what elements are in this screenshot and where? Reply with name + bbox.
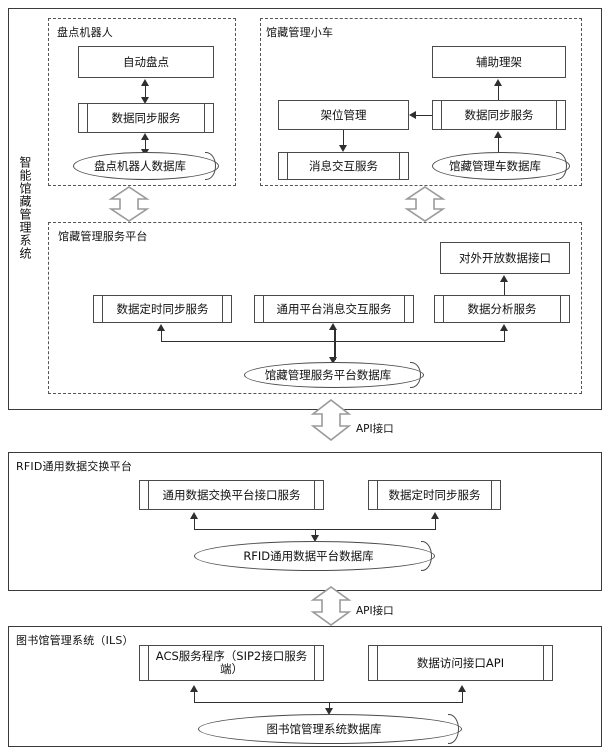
node-data-access-api[interactable]: 数据访问接口API: [368, 644, 553, 682]
arrowhead-robot-a-down: [141, 97, 149, 104]
node-rfid-database[interactable]: RFID通用数据平台数据库: [194, 541, 435, 571]
connector-platform-bus-right: [504, 330, 505, 342]
subpanel-collection-service-platform-title: 馆藏管理服务平台: [58, 230, 148, 243]
block-arrow-robot-to-platform: [108, 186, 150, 222]
arrowhead-ils-bus-left-up: [190, 685, 198, 692]
subpanel-collection-service-platform: [48, 222, 582, 394]
arrowhead-rfid-bus-right-up: [431, 512, 439, 519]
arrowhead-platform-db-down: [329, 357, 337, 364]
node-robot-data-sync-service[interactable]: 数据同步服务: [78, 102, 214, 134]
connector-ils-bus: [194, 702, 462, 703]
layer-ils-title: 图书馆管理系统（ILS）: [16, 634, 134, 647]
node-cart-data-sync-service[interactable]: 数据同步服务: [432, 99, 566, 131]
node-data-analysis-service[interactable]: 数据分析服务: [434, 294, 570, 324]
connector-rfid-bus: [194, 529, 435, 530]
arrowhead-ils-bus-right-up: [458, 685, 466, 692]
connector-cart-a: [498, 86, 499, 103]
connector-cart-c: [343, 130, 344, 147]
block-arrow-api-lower: [310, 586, 352, 626]
node-rfid-timed-sync-service[interactable]: 数据定时同步服务: [368, 479, 501, 511]
block-arrow-cart-to-platform: [404, 186, 446, 222]
arrowhead-cart-b-left: [409, 111, 416, 119]
arrowhead-platform-bus-left-up: [157, 324, 165, 331]
arrowhead-platform-a-up: [500, 275, 508, 282]
arrowhead-platform-db-up: [329, 323, 337, 330]
node-open-data-interface[interactable]: 对外开放数据接口: [440, 242, 570, 274]
node-exchange-platform-interface-service[interactable]: 通用数据交换平台接口服务: [139, 479, 324, 511]
arrowhead-rfid-bus-left-up: [190, 512, 198, 519]
block-arrow-api-upper: [310, 399, 352, 441]
node-message-exchange-service[interactable]: 消息交互服务: [278, 151, 409, 181]
layer-smart-collection-system-label: 智能馆藏管理系统: [18, 155, 32, 260]
connector-platform-bus: [161, 341, 504, 342]
connector-robot-b: [145, 139, 146, 151]
node-auto-inventory[interactable]: 自动盘点: [78, 46, 214, 78]
node-common-platform-message-service[interactable]: 通用平台消息交互服务: [254, 294, 414, 324]
api-label-upper: API接口: [356, 423, 394, 435]
arrowhead-cart-d-up: [494, 131, 502, 138]
arrowhead-cart-c-down: [339, 145, 347, 152]
node-cart-database[interactable]: 馆藏管理车数据库: [432, 152, 570, 180]
node-robot-database[interactable]: 盘点机器人数据库: [73, 152, 219, 180]
connector-ils-bus-down: [329, 702, 330, 710]
node-acs-service[interactable]: ACS服务程序（SIP2接口服务端）: [139, 644, 324, 682]
arrowhead-cart-a-up: [494, 79, 502, 86]
connector-platform-a: [504, 281, 505, 296]
connector-cart-d: [498, 137, 499, 154]
layer-rfid-exchange-platform-title: RFID通用数据交换平台: [16, 460, 133, 473]
subpanel-inventory-robot-title: 盘点机器人: [57, 26, 113, 39]
connector-ils-bus-left: [194, 691, 195, 703]
subpanel-collection-cart: [260, 18, 582, 186]
connector-rfid-bus-left: [194, 518, 195, 530]
arrowhead-platform-bus-right-up: [500, 324, 508, 331]
subpanel-collection-cart-title: 馆藏管理小车: [266, 26, 334, 39]
subpanel-inventory-robot: [48, 18, 236, 186]
arrowhead-robot-b-up: [141, 133, 149, 140]
connector-rfid-bus-down: [315, 529, 316, 537]
connector-ils-bus-right: [462, 691, 463, 703]
connector-platform-bus-left: [161, 330, 162, 342]
node-ils-database[interactable]: 图书馆管理系统数据库: [198, 714, 462, 744]
arrowhead-ils-bus-down: [325, 708, 333, 715]
node-shelf-assist[interactable]: 辅助理架: [432, 46, 566, 78]
arrowhead-rfid-bus-down: [311, 535, 319, 542]
connector-rfid-bus-right: [435, 518, 436, 530]
connector-cart-b: [415, 115, 432, 116]
node-timed-data-sync-service[interactable]: 数据定时同步服务: [93, 294, 232, 324]
arrowhead-robot-a-up: [141, 79, 149, 86]
api-label-lower: API接口: [356, 605, 394, 617]
node-shelf-management[interactable]: 架位管理: [278, 100, 409, 130]
connector-platform-db-vertical: [334, 329, 336, 360]
connector-robot-a: [145, 85, 146, 99]
node-platform-database[interactable]: 馆藏管理服务平台数据库: [244, 362, 424, 388]
